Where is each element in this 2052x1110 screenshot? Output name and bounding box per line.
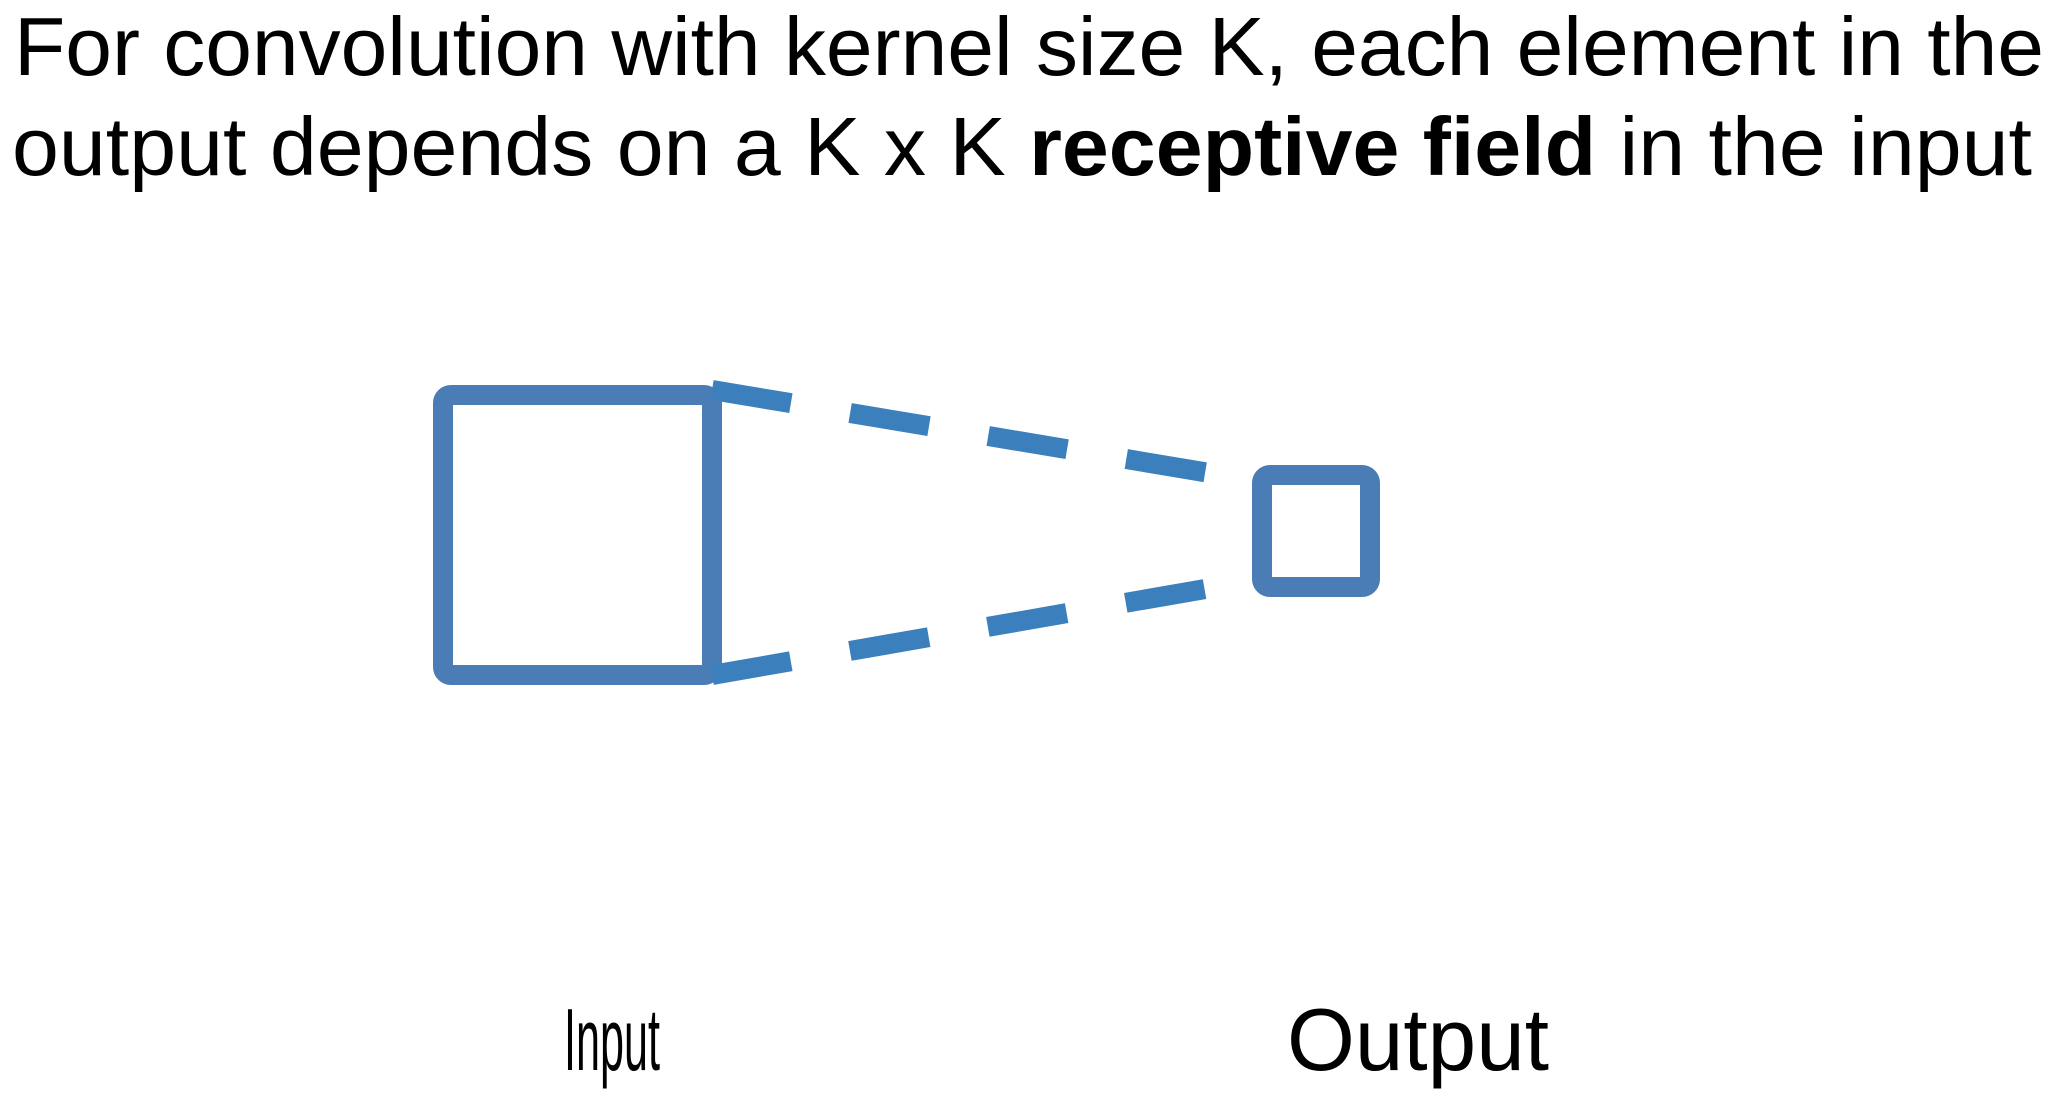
output-label: Output — [1287, 990, 1549, 1089]
title-line-1: For convolution with kernel size K, each… — [14, 0, 2044, 93]
receptive-field-term: receptive field — [1029, 100, 1596, 193]
output-element-box — [1252, 465, 1380, 597]
input-label: Input — [564, 990, 660, 1089]
title-line-2-suffix: in the input — [1596, 100, 2032, 193]
receptive-field-top-connector — [710, 380, 1230, 486]
title-line-2-prefix: output depends on a K x K — [12, 100, 1029, 193]
input-receptive-field-box — [433, 385, 722, 685]
receptive-field-bottom-connector — [710, 575, 1230, 685]
title-line-2: output depends on a K x K receptive fiel… — [12, 100, 2032, 193]
